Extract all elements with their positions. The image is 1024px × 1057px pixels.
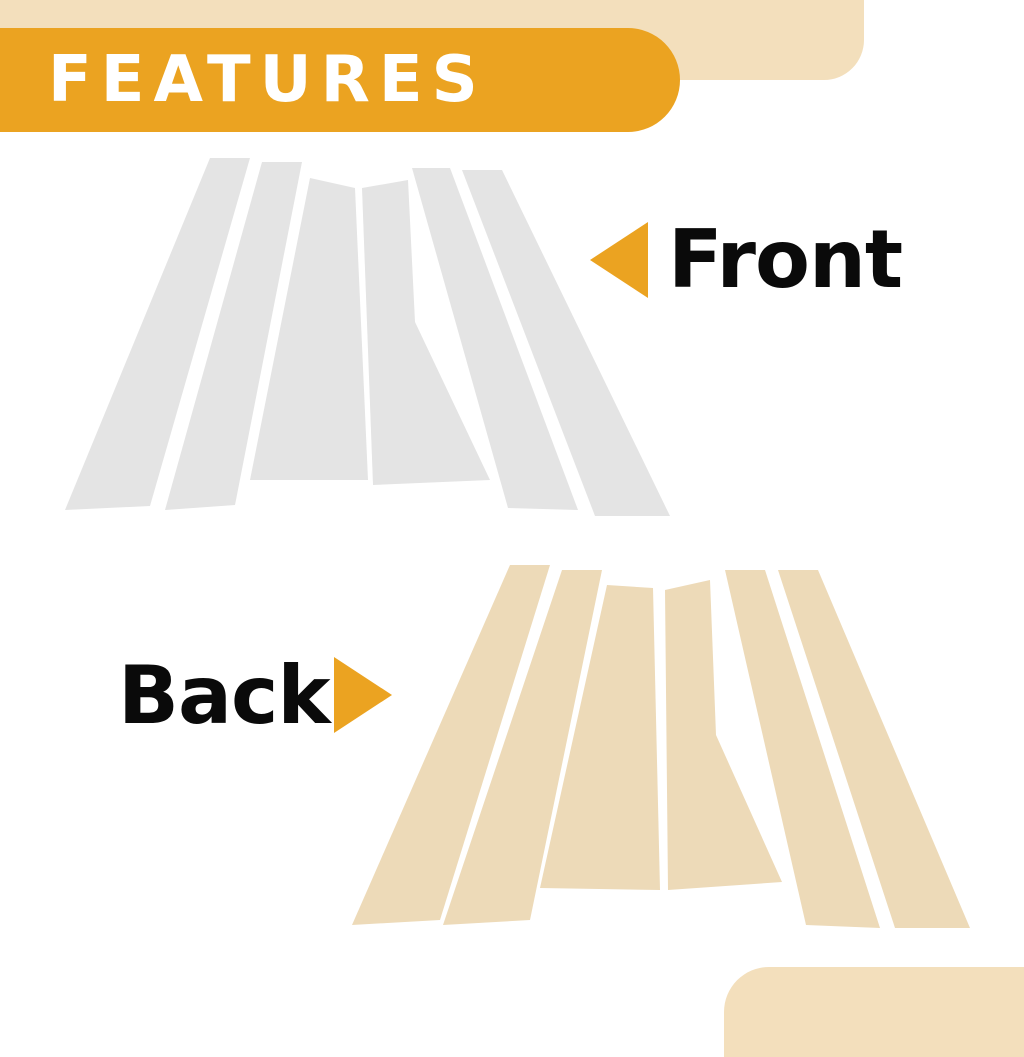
back-panel-6	[778, 570, 970, 928]
triangle-right-icon	[334, 657, 392, 733]
features-banner	[0, 28, 680, 132]
front-label: Front	[668, 213, 903, 306]
pillar-panels-illustration	[65, 158, 970, 928]
back-panel-5	[725, 570, 880, 928]
back-panel-2	[443, 570, 602, 925]
page-title: FEATURES	[48, 43, 487, 117]
front-panel-4	[362, 180, 490, 485]
back-panel-3	[540, 585, 660, 890]
front-panel-5	[412, 168, 578, 510]
front-panel-3	[250, 178, 368, 480]
back-panel-1	[352, 565, 550, 925]
back-panel-4	[665, 580, 782, 890]
front-panel-6	[462, 170, 670, 516]
back-label: Back	[118, 649, 331, 742]
triangle-left-icon	[590, 222, 648, 298]
back-panel-set	[352, 565, 970, 928]
front-panel-1	[65, 158, 250, 510]
front-panel-set	[65, 158, 670, 516]
front-panel-2	[165, 162, 302, 510]
